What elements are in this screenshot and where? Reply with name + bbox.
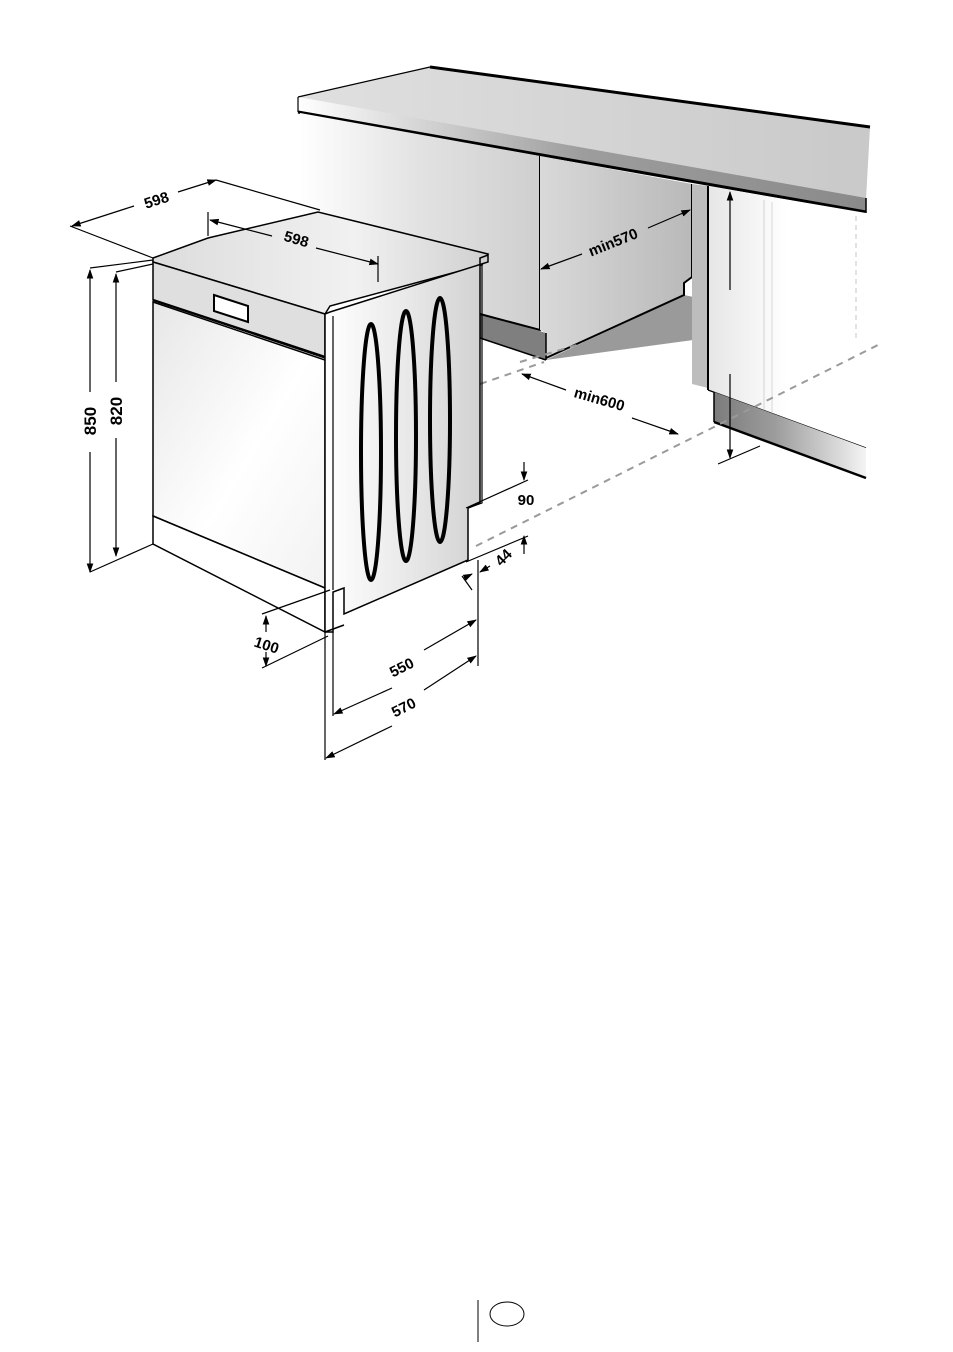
label-depth-body: 550 xyxy=(387,655,417,682)
label-height-overall: 850 xyxy=(81,407,100,435)
label-height-body: 820 xyxy=(107,397,126,425)
right-cabinet-side xyxy=(692,184,708,388)
page-footer xyxy=(478,1300,524,1342)
label-plinth-height: 90 xyxy=(518,492,535,509)
label-width-outer: 598 xyxy=(142,189,171,213)
language-badge xyxy=(490,1302,524,1326)
label-niche-depth: min600 xyxy=(572,384,626,415)
label-front-offset: 100 xyxy=(252,634,281,658)
label-depth-overall: 570 xyxy=(389,695,419,722)
dishwasher xyxy=(153,212,488,632)
